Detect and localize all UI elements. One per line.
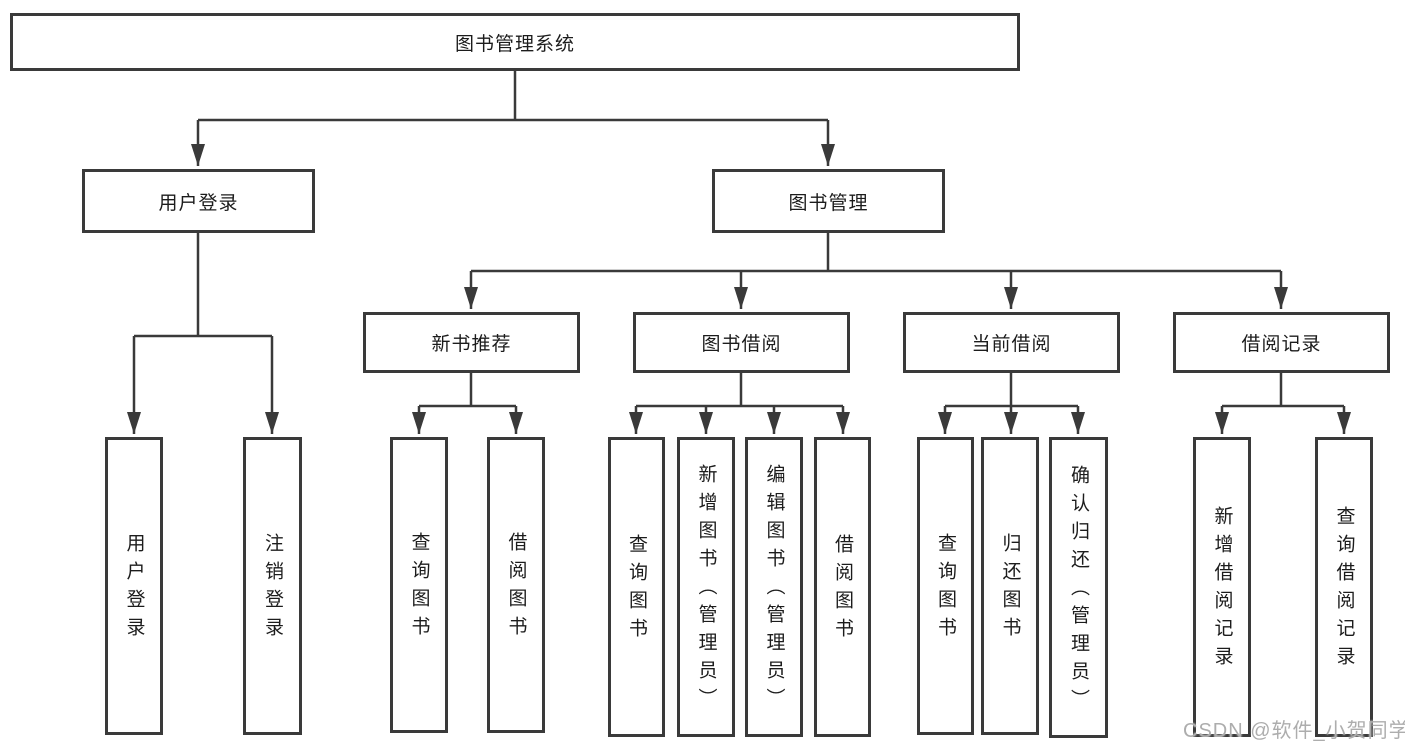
leaf-user-login: 用户登录 (105, 437, 163, 735)
leaf-add-borrow-record: 新增借阅记录 (1193, 437, 1251, 737)
leaf-borrow-books-1: 借阅图书 (487, 437, 545, 733)
leaf-edit-book-admin: 编辑图书（管理员） (745, 437, 803, 737)
leaf-query-books-3: 查询图书 (917, 437, 974, 735)
leaf-query-borrow-record: 查询借阅记录 (1315, 437, 1373, 737)
csdn-watermark: CSDN @软件_小贺同学 (1183, 720, 1405, 742)
node-book-borrow: 图书借阅 (633, 312, 850, 373)
node-book-mgmt: 图书管理 (712, 169, 945, 233)
leaf-return-books: 归还图书 (981, 437, 1039, 735)
leaf-borrow-books-2: 借阅图书 (814, 437, 871, 737)
node-root: 图书管理系统 (10, 13, 1020, 71)
leaf-confirm-return-admin: 确认归还（管理员） (1049, 437, 1108, 738)
node-new-book-rec: 新书推荐 (363, 312, 580, 373)
node-borrow-records: 借阅记录 (1173, 312, 1390, 373)
node-current-borrow: 当前借阅 (903, 312, 1120, 373)
leaf-add-book-admin: 新增图书（管理员） (677, 437, 735, 737)
leaf-logout: 注销登录 (243, 437, 302, 735)
leaf-query-books-1: 查询图书 (390, 437, 448, 733)
node-user-login: 用户登录 (82, 169, 315, 233)
leaf-query-books-2: 查询图书 (608, 437, 665, 737)
